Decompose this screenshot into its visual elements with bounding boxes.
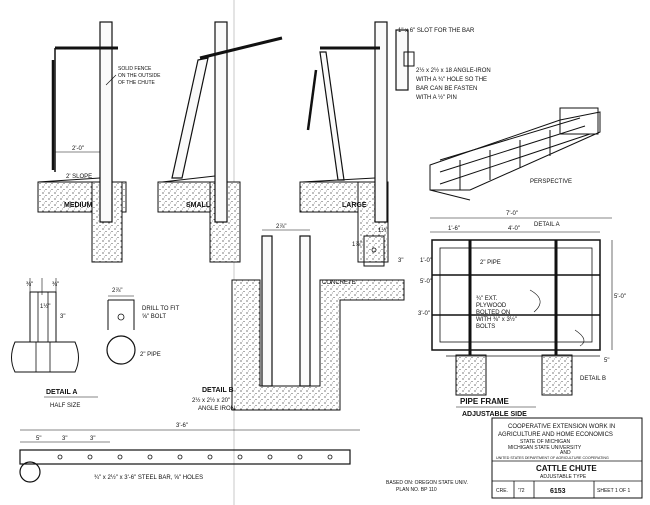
perspective-view: PERSPECTIVE	[429, 107, 601, 201]
pipe-frame: 7'-0" 1'-6" 4'-0" DETAIL A 1'-0" 5'-0" 3…	[418, 211, 626, 418]
label-view-large: LARGE	[342, 202, 367, 209]
svg-text:3": 3"	[62, 436, 67, 442]
frame-title: PIPE FRAME	[460, 397, 510, 406]
svg-text:'72: '72	[518, 488, 525, 494]
frame-detail-a-label: DETAIL A	[534, 222, 560, 228]
detail-b-spec: 2½ x 2½ x 20"ANGLE IRON	[192, 397, 235, 412]
svg-text:5'-0": 5'-0"	[420, 279, 432, 285]
org-line-1: COOPERATIVE EXTENSION WORK IN	[508, 424, 615, 430]
svg-text:5'-0": 5'-0"	[614, 294, 626, 300]
svg-text:4'-0": 4'-0"	[508, 226, 520, 232]
label-slope: 2' SLOPE	[66, 174, 92, 180]
bar-holes	[57, 454, 333, 460]
label-steel-bar: ¾" x 2½" x 3'-6" STEEL BAR, ⅝" HOLES	[94, 474, 203, 481]
svg-text:5": 5"	[604, 358, 609, 364]
drawing-title: CATTLE CHUTE	[536, 464, 597, 473]
svg-text:5": 5"	[36, 436, 41, 442]
svg-text:3": 3"	[60, 314, 65, 320]
svg-text:1¼": 1¼"	[378, 228, 388, 234]
slot-detail: 1" x 6" SLOT FOR THE BAR 2½ x 2½ x 18 AN…	[395, 28, 491, 101]
svg-text:2⅞": 2⅞"	[112, 288, 122, 294]
svg-text:⅜": ⅜"	[26, 282, 33, 288]
svg-text:3'-6": 3'-6"	[176, 423, 188, 429]
label-based-on: BASED ON: OREGON STATE UNIV.PLAN NO. BP …	[386, 480, 468, 493]
drawing-number: 6153	[550, 488, 566, 495]
label-view-medium: MEDIUM	[64, 202, 93, 209]
title-block: COOPERATIVE EXTENSION WORK IN AGRICULTUR…	[491, 417, 643, 499]
svg-text:UNITED STATES DEPARTMENT OF AG: UNITED STATES DEPARTMENT OF AGRICULTURE …	[496, 456, 609, 460]
svg-text:1½": 1½"	[40, 303, 50, 310]
svg-text:3'-0": 3'-0"	[418, 311, 430, 317]
svg-text:STATE OF MICHIGAN: STATE OF MICHIGAN	[520, 439, 570, 445]
label-concrete: CONCRETE	[322, 280, 356, 286]
sheet-number: SHEET 1 OF 1	[597, 488, 630, 494]
svg-text:7'-0": 7'-0"	[506, 211, 518, 217]
steel-bar: 3'-6" 5" 3" 3" ¾" x 2½" x 3'-6" STEEL BA…	[19, 423, 360, 483]
label-perspective: PERSPECTIVE	[530, 179, 572, 185]
svg-text:1⅞": 1⅞"	[352, 242, 362, 248]
label-view-small: SMALL	[186, 202, 211, 209]
frame-subtitle: ADJUSTABLE SIDE	[462, 411, 527, 418]
detail-a: ⅜" ⅜" 3" 1½" DETAIL A HALF SIZE 2⅞" DRIL…	[11, 278, 180, 409]
svg-text:1'-6": 1'-6"	[448, 226, 460, 232]
detail-b: 2⅞" 1⅞" 1¼" 3" CONCRETE DETAIL B 2½ x 2½…	[192, 224, 405, 412]
detail-a-scale: HALF SIZE	[50, 403, 80, 409]
svg-text:AND: AND	[560, 450, 571, 456]
drawing-subtitle: ADJUSTABLE TYPE	[540, 474, 587, 480]
detail-a-title: DETAIL A	[46, 389, 77, 396]
view-small: SMALL	[157, 21, 283, 263]
label-frame-pipe: 2" PIPE	[480, 260, 501, 266]
svg-text:3": 3"	[398, 258, 403, 264]
frame-detail-b-label: DETAIL B	[580, 376, 606, 382]
svg-text:CRE.: CRE.	[496, 488, 508, 494]
svg-text:⅜": ⅜"	[52, 282, 59, 288]
svg-text:MICHIGAN STATE UNIVERSITY: MICHIGAN STATE UNIVERSITY	[508, 445, 582, 451]
view-large: LARGE	[299, 21, 389, 263]
org-line-2: AGRICULTURE AND HOME ECONOMICS	[498, 432, 613, 438]
dim-chute-width: 2'-0"	[72, 146, 84, 152]
detail-b-title: DETAIL B	[202, 387, 234, 394]
label-pipe-2: 2" PIPE	[140, 352, 161, 358]
svg-text:2⅞": 2⅞"	[276, 224, 286, 230]
svg-text:3": 3"	[90, 436, 95, 442]
svg-text:1'-0": 1'-0"	[420, 258, 432, 264]
label-slot: 1" x 6" SLOT FOR THE BAR	[398, 28, 475, 34]
